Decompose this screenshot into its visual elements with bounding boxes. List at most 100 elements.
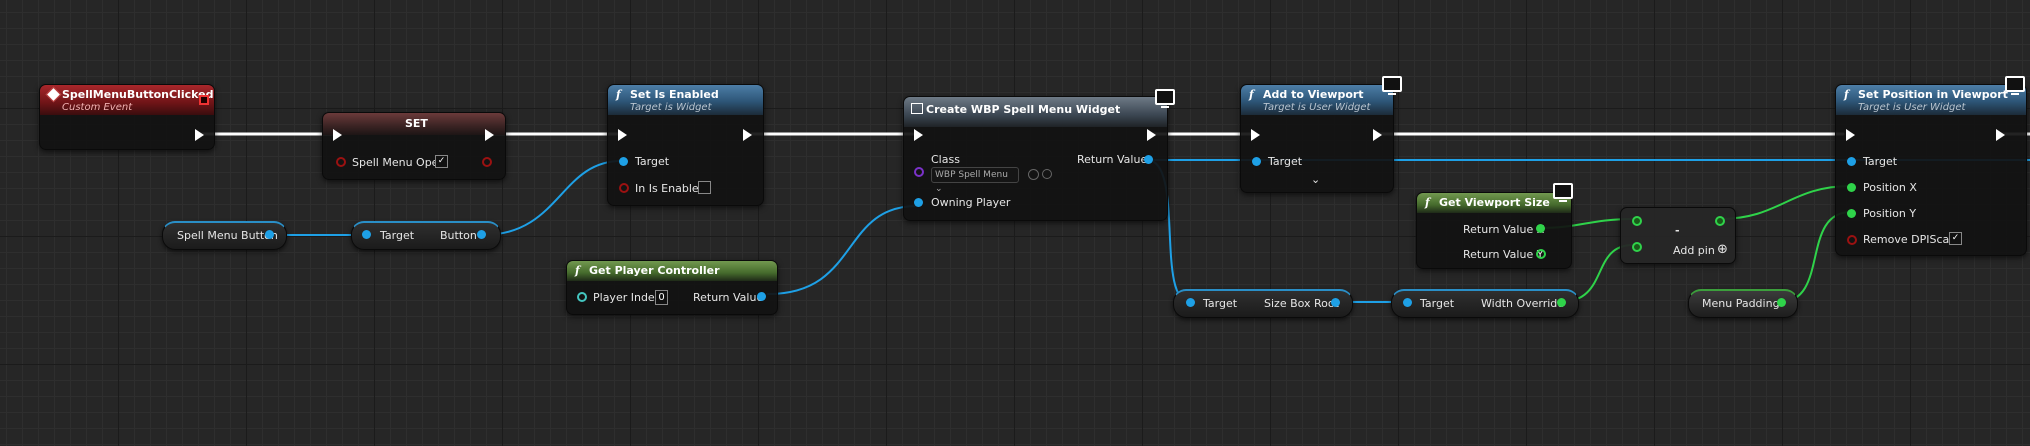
set-variable-node[interactable]: SET Spell Menu Open ✓ xyxy=(322,112,506,180)
node-header: f Get Viewport Size xyxy=(1417,193,1571,213)
button-getter-node[interactable]: Target Button xyxy=(351,221,501,250)
variable-label: Spell Menu Button xyxy=(177,229,278,242)
exec-out-pin[interactable] xyxy=(1996,129,2005,141)
target-pin[interactable] xyxy=(1186,298,1195,307)
exec-in-pin[interactable] xyxy=(1251,129,1260,141)
node-title: Set Position in Viewport xyxy=(1858,88,2008,101)
node-header: SET xyxy=(323,113,505,135)
float-in-pin-b[interactable] xyxy=(1632,242,1642,252)
pin-label: In Is Enabled xyxy=(635,182,706,195)
use-selected-icon[interactable] xyxy=(1028,169,1039,180)
function-icon: f xyxy=(1249,88,1254,101)
target-pin[interactable] xyxy=(1403,298,1412,307)
node-title: Create WBP Spell Menu Widget xyxy=(926,103,1121,116)
in-is-enabled-checkbox[interactable] xyxy=(698,181,711,194)
pin-label: Width Override xyxy=(1481,297,1565,310)
add-pin-label[interactable]: Add pin xyxy=(1673,244,1715,257)
node-title: Set Is Enabled xyxy=(630,88,719,101)
node-subtitle: Custom Event xyxy=(62,102,133,113)
node-header: f Set Is Enabled Target is Widget xyxy=(608,85,763,115)
class-dropdown[interactable]: WBP Spell Menu ⌄ xyxy=(931,167,1019,194)
set-position-in-viewport-node[interactable]: f Set Position in Viewport Target is Use… xyxy=(1835,84,2027,256)
create-widget-node[interactable]: Create WBP Spell Menu Widget Class WBP S… xyxy=(903,96,1168,221)
size-box-root-getter-node[interactable]: Target Size Box Root xyxy=(1173,289,1353,318)
return-value-pin[interactable] xyxy=(1144,155,1153,164)
object-out-pin[interactable] xyxy=(477,230,486,239)
add-pin-icon[interactable]: ⊕ xyxy=(1717,242,1728,257)
object-wire xyxy=(482,160,622,236)
position-x-pin[interactable] xyxy=(1847,183,1856,192)
exec-in-pin[interactable] xyxy=(1846,129,1855,141)
remove-dpi-scale-checkbox[interactable]: ✓ xyxy=(1949,232,1962,245)
bool-in-pin[interactable] xyxy=(336,157,346,167)
exec-out-pin[interactable] xyxy=(195,129,204,141)
bool-out-pin[interactable] xyxy=(482,157,492,167)
float-out-pin[interactable] xyxy=(1777,298,1786,307)
target-pin[interactable] xyxy=(1847,157,1856,166)
node-title: SET xyxy=(405,117,428,130)
widget-monitor-icon xyxy=(1553,183,1573,202)
pin-label: Position Y xyxy=(1863,207,1917,220)
set-is-enabled-node[interactable]: f Set Is Enabled Target is Widget Target… xyxy=(607,84,764,206)
node-subtitle: Target is User Widget xyxy=(1263,102,1371,113)
subtract-node[interactable]: - Add pin ⊕ xyxy=(1620,207,1736,264)
widget-monitor-icon xyxy=(1382,76,1402,95)
width-override-getter-node[interactable]: Target Width Override xyxy=(1391,289,1579,318)
object-wire xyxy=(767,205,918,295)
delegate-pin-icon[interactable] xyxy=(199,95,209,105)
get-player-controller-node[interactable]: f Get Player Controller Player Index 0 R… xyxy=(566,260,778,315)
exec-out-pin[interactable] xyxy=(485,129,494,141)
bool-in-pin[interactable] xyxy=(1847,235,1857,245)
object-out-pin[interactable] xyxy=(265,230,274,239)
pin-label: Spell Menu Open xyxy=(352,156,446,169)
function-icon: f xyxy=(1844,88,1849,101)
player-index-input[interactable]: 0 xyxy=(655,290,668,305)
exec-in-pin[interactable] xyxy=(914,129,923,141)
exec-out-pin[interactable] xyxy=(1147,129,1156,141)
return-y-pin[interactable] xyxy=(1536,249,1546,259)
add-to-viewport-node[interactable]: f Add to Viewport Target is User Widget … xyxy=(1240,84,1394,193)
return-value-pin[interactable] xyxy=(757,292,766,301)
node-header: f Add to Viewport Target is User Widget xyxy=(1241,85,1393,115)
float-in-pin-a[interactable] xyxy=(1632,216,1642,226)
spell-menu-button-variable[interactable]: Spell Menu Button xyxy=(162,221,287,250)
pin-label: Size Box Root xyxy=(1264,297,1339,310)
target-pin[interactable] xyxy=(1252,157,1261,166)
position-y-pin[interactable] xyxy=(1847,209,1856,218)
menu-padding-variable[interactable]: Menu Padding xyxy=(1688,289,1798,318)
pin-label: Target xyxy=(1268,155,1303,168)
function-icon: f xyxy=(575,264,580,277)
node-title: Get Viewport Size xyxy=(1439,196,1550,209)
exec-out-pin[interactable] xyxy=(1373,129,1382,141)
pin-label: Target xyxy=(635,155,670,168)
pin-label: Return Value xyxy=(1077,153,1148,166)
class-pin[interactable] xyxy=(914,167,924,177)
pin-label: Target xyxy=(1203,297,1238,310)
float-out-pin[interactable] xyxy=(1557,298,1566,307)
get-viewport-size-node[interactable]: f Get Viewport Size Return Value X Retur… xyxy=(1416,192,1572,269)
spell-menu-open-checkbox[interactable]: ✓ xyxy=(435,155,448,168)
exec-in-pin[interactable] xyxy=(618,129,627,141)
player-index-pin[interactable] xyxy=(577,292,587,302)
event-icon xyxy=(45,86,62,103)
class-value: WBP Spell Menu xyxy=(935,170,1008,180)
exec-in-pin[interactable] xyxy=(333,129,342,141)
object-out-pin[interactable] xyxy=(1331,298,1340,307)
pin-label: Target xyxy=(1420,297,1455,310)
owning-player-pin[interactable] xyxy=(914,198,923,207)
browse-icon[interactable] xyxy=(1042,169,1052,179)
custom-event-node[interactable]: SpellMenuButtonClicked Custom Event xyxy=(39,84,215,150)
pin-label: Return Value Y xyxy=(1463,248,1544,261)
pin-label: Player Index xyxy=(593,291,662,304)
widget-monitor-icon xyxy=(2005,76,2025,95)
exec-out-pin[interactable] xyxy=(743,129,752,141)
target-pin[interactable] xyxy=(619,157,628,166)
operator-symbol: - xyxy=(1675,224,1680,237)
float-out-pin[interactable] xyxy=(1715,216,1725,226)
node-header: f Get Player Controller xyxy=(567,261,777,281)
expand-arrow-icon[interactable]: ⌄ xyxy=(1311,173,1321,186)
target-pin[interactable] xyxy=(362,230,371,239)
pin-label: Class xyxy=(931,153,960,166)
bool-in-pin[interactable] xyxy=(619,183,629,193)
return-x-pin[interactable] xyxy=(1536,224,1545,233)
